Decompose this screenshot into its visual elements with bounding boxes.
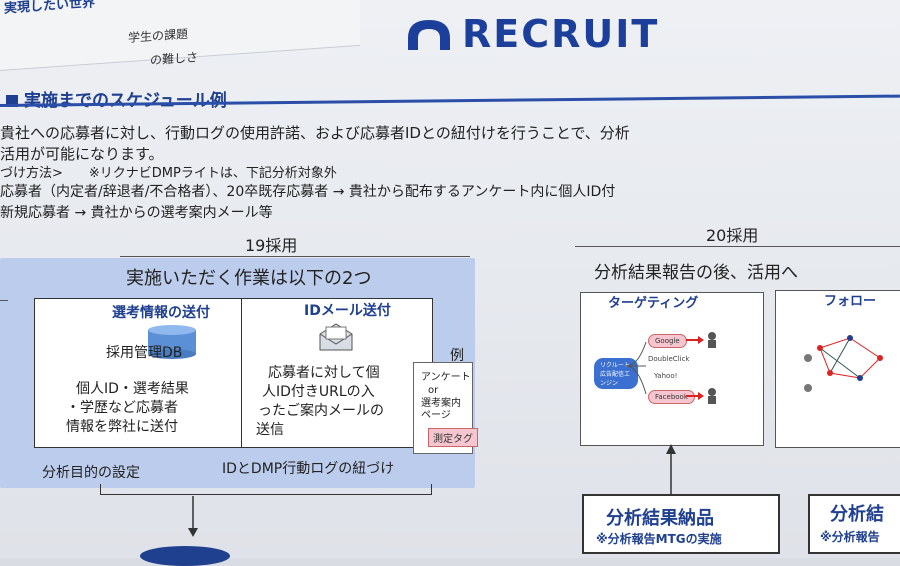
branch-lines <box>625 340 650 404</box>
bracket <box>100 484 432 495</box>
intro-line: 貴社への応募者に対し、行動ログの使用許諾、および応募者IDとの紐付けを行うことで… <box>0 124 630 142</box>
google-pill: Google <box>648 334 687 348</box>
panel-title: 実施いただく作業は以下の2つ <box>126 268 372 289</box>
logo-text: RECRUIT <box>462 12 660 56</box>
delivery-main: 分析結果納品 <box>606 508 714 529</box>
example-label: 例 <box>450 348 464 364</box>
mail-icon <box>318 322 354 356</box>
card-selection-info <box>34 298 242 448</box>
yahoo-label: Yahoo! <box>654 372 678 380</box>
card-head: 選考情報の送付 <box>112 305 210 321</box>
example-text: or <box>428 385 439 396</box>
logo-arc-icon <box>402 16 456 52</box>
follow-network-diagram <box>800 318 900 412</box>
database-icon <box>146 324 198 364</box>
recruit-logo: RECRUIT <box>402 12 659 56</box>
delivery-sub-2: ※分析報告 <box>820 530 880 544</box>
person-icon <box>686 330 726 414</box>
intro-line: 新規応募者 → 貴社からの選考案内メール等 <box>0 205 273 221</box>
example-text: 選考案内 <box>421 398 461 409</box>
section-title: 実施までのスケジュール例 <box>6 86 227 111</box>
card-text: 情報を弊社に送付 <box>66 419 178 435</box>
column-19: 19採用 <box>245 236 298 255</box>
intro-line: づけ方法> ※リクナビDMPライトは、下記分析対象外 <box>0 166 337 181</box>
card-text: 個人ID・選考結果 <box>76 381 189 397</box>
engine-pill: リクルート 広告配信エンジン <box>594 358 638 389</box>
top-item: 学生の課題 <box>128 26 189 46</box>
top-heading: 実現したい世界 <box>4 0 96 17</box>
arrow-down-icon <box>186 496 200 542</box>
card-id-mail <box>241 298 433 448</box>
doubleclick-label: DoubleClick <box>648 355 690 363</box>
follow-card <box>775 290 900 448</box>
arrow-up-icon <box>664 444 678 498</box>
bottom-oval <box>140 546 230 566</box>
targeting-head: ターゲティング <box>608 296 699 311</box>
db-label: 採用管理DB <box>106 345 183 361</box>
delivery-box-2 <box>808 494 900 554</box>
intro-line: 応募者（内定者/辞退者/不合格者）、20卒既存応募者 → 貴社から配布するアンケ… <box>0 184 616 200</box>
bottom-label: IDとDMP行動ログの紐づけ <box>222 461 395 477</box>
column-rule <box>575 246 900 247</box>
bottom-label: 分析目的の設定 <box>42 465 140 481</box>
intro-line: 活用が可能になります。 <box>0 145 164 163</box>
card-head: IDメール送付 <box>304 303 391 319</box>
follow-head: フォロー <box>824 294 877 309</box>
card-text: 応募者に対して個 <box>268 365 380 381</box>
underlying-sheet: 実現したい世界 学生の課題 の難しさ <box>0 0 360 71</box>
right-title: 分析結果報告の後、活用へ <box>594 263 798 283</box>
card-text: 人ID付きURLの入 <box>262 384 375 400</box>
column-20: 20採用 <box>706 226 759 245</box>
panel-edge <box>0 300 8 301</box>
card-text: 送信 <box>256 422 284 438</box>
example-text: ページ <box>421 410 451 421</box>
measurement-tag: 測定タグ <box>428 428 478 447</box>
card-text: ったご案内メールの <box>258 403 384 419</box>
column-rule <box>120 256 470 257</box>
delivery-main-2: 分析結 <box>830 504 884 525</box>
example-text: アンケート <box>421 372 471 383</box>
top-item: の難しさ <box>150 50 199 68</box>
delivery-box <box>582 494 780 554</box>
card-text: ・学歴など応募者 <box>66 400 178 416</box>
delivery-sub: ※分析報告MTGの実施 <box>596 532 722 546</box>
